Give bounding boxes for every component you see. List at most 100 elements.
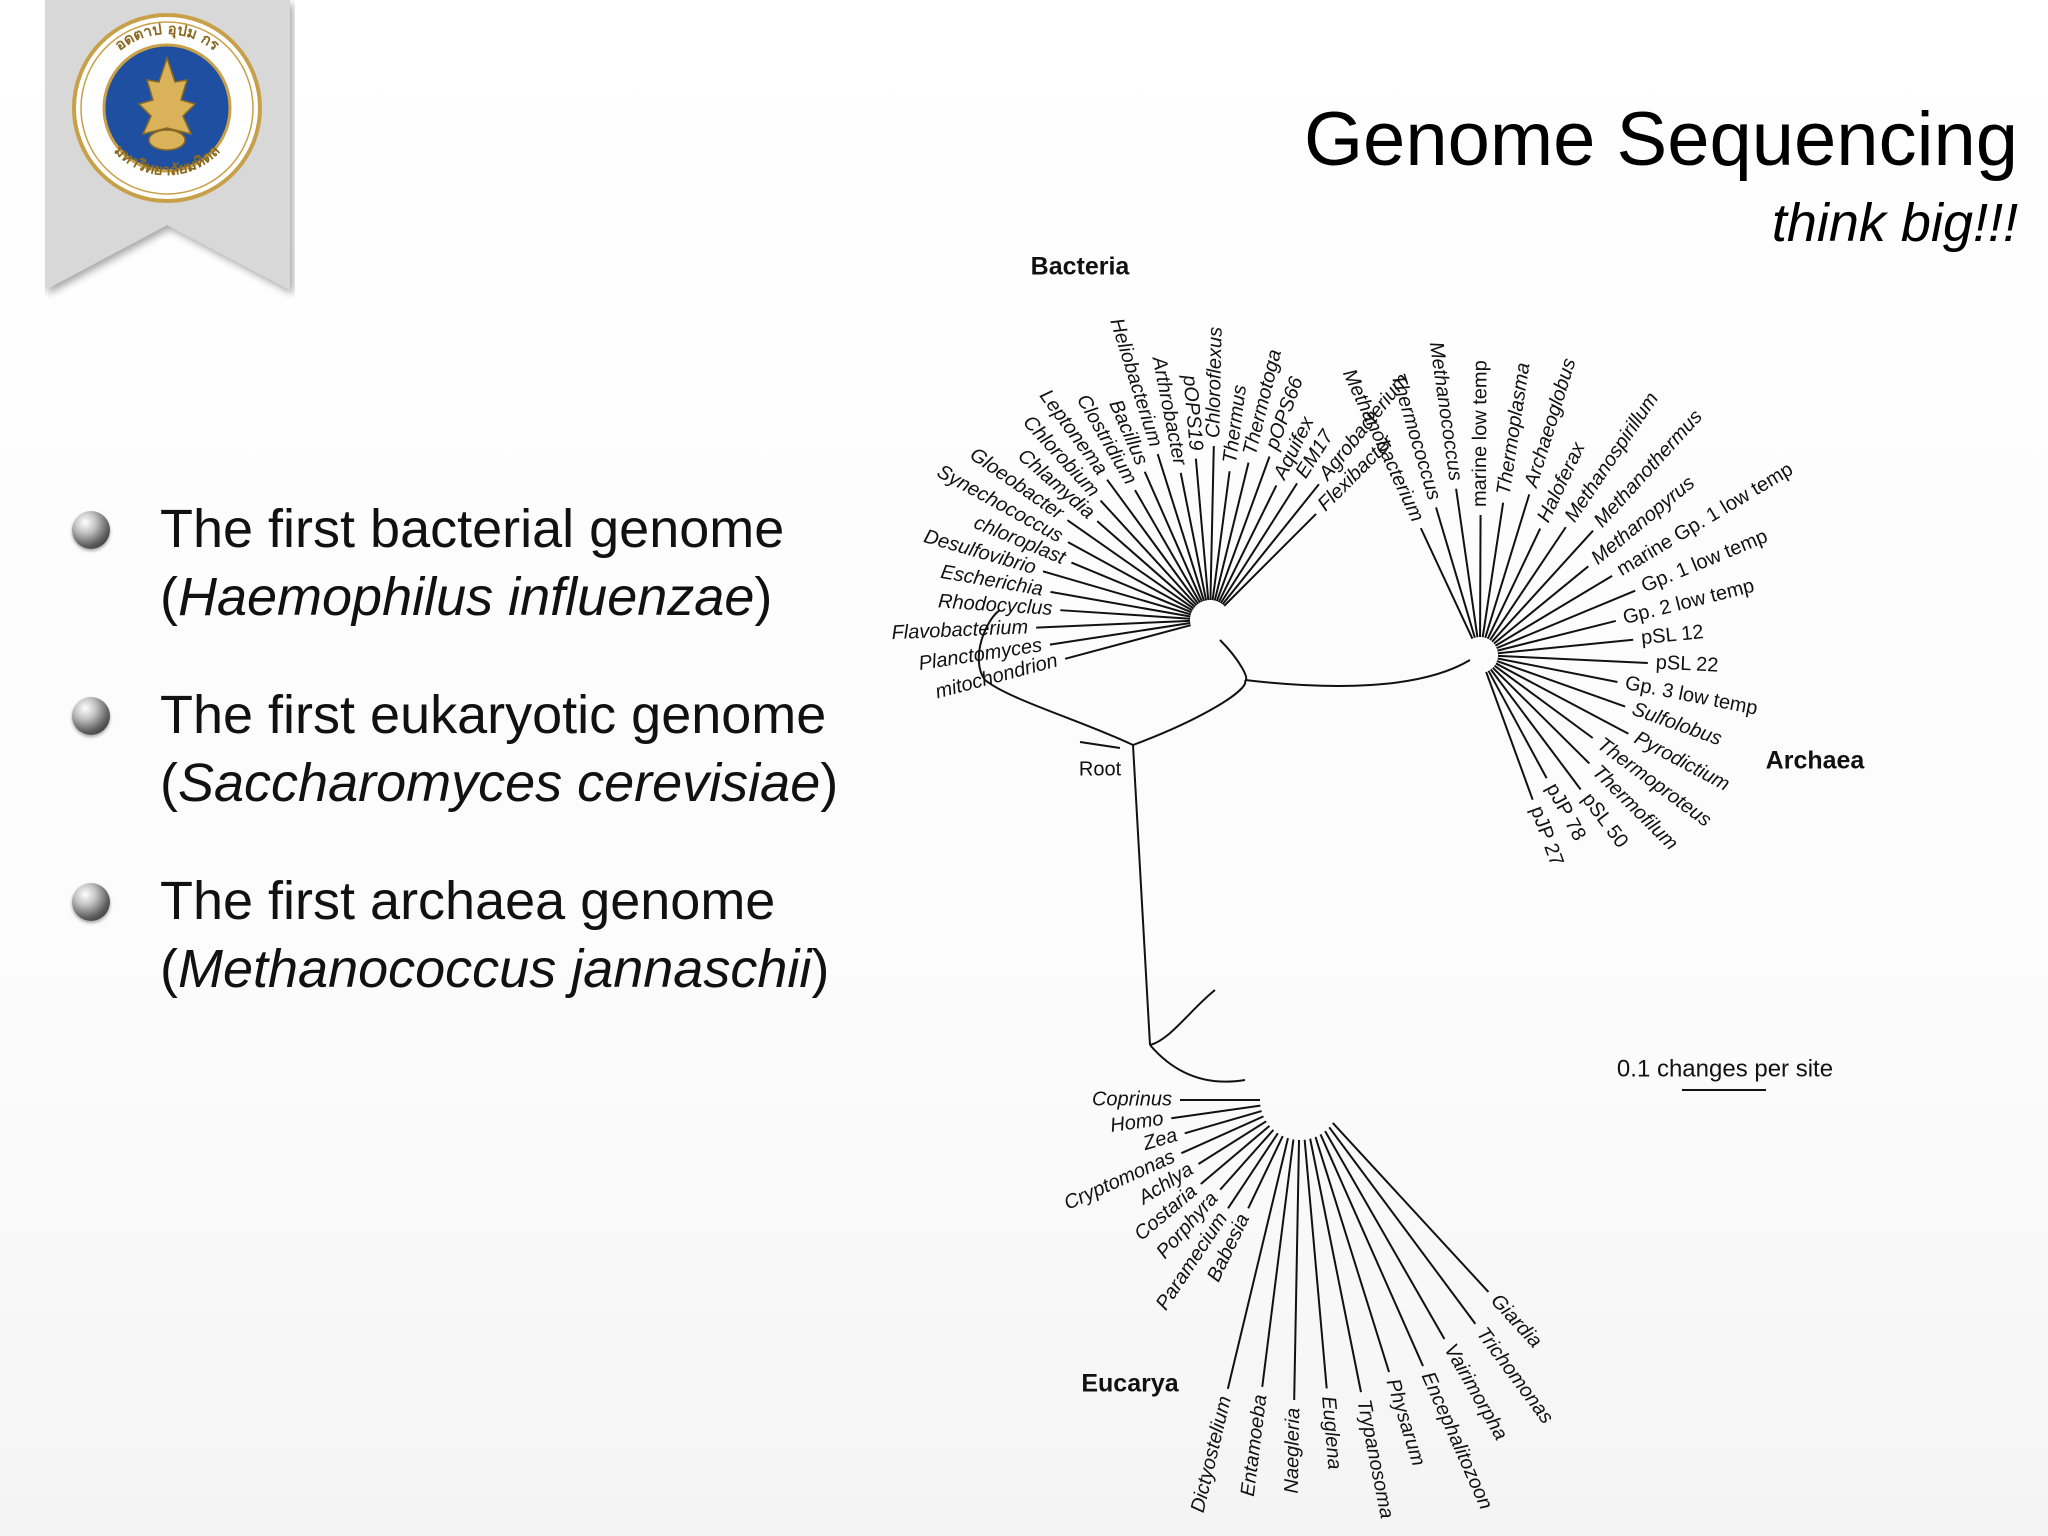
taxon-branch [1215,456,1271,602]
taxon-branch [1484,494,1531,639]
bullet-list: The first bacterial genome (Haemophilus … [70,495,930,1053]
taxon-branch [1493,565,1589,645]
taxon-branch [1227,1132,1279,1209]
taxon-branch [1496,660,1626,708]
domain-label-bacteria: Bacteria [1031,253,1131,281]
taxon-branch [1293,1139,1301,1400]
domain-label-archaea: Archaea [1766,747,1866,775]
taxon-label: Trypanosoma [1352,1398,1397,1521]
archaea-connector [1132,679,1247,746]
taxon-label: pSL 22 [1655,652,1719,677]
taxon-branch [1197,1120,1267,1165]
taxon-branch [1099,499,1198,606]
taxon-label: Entamoeba [1237,1393,1272,1497]
slide-title: Genome Sequencing [1303,97,2018,182]
taxon-branch [1156,453,1205,602]
bullet-species-line: (Saccharomyces cerevisiae) [160,753,839,813]
taxon-branch [1226,1137,1289,1390]
bacteria-connector [984,679,1134,746]
taxon-label: Chloroflexus [1202,327,1226,439]
taxon-branch [1495,662,1629,735]
taxon-branch [1497,654,1648,664]
taxon-branch [1497,638,1634,655]
taxon-branch [1180,1115,1264,1155]
main-backbone [1132,744,1151,1046]
taxon-branch [1247,1135,1284,1209]
bullet-text: The first eukaryotic genome [160,685,827,745]
bullet-species-line: (Haemophilus influenzae) [160,567,773,627]
taxon-branch [1494,575,1613,647]
taxon-branch [1324,1130,1446,1340]
bullet-text: The first archaea genome [160,871,776,931]
taxon-branch [1493,664,1594,739]
taxon-branch [1314,1136,1391,1373]
university-logo: อดตาป อุปม กร มหาวิทยาลัยมหิดล [45,0,290,290]
species-name: Methanococcus jannaschii [177,939,812,999]
domain-label-eucarya: Eucarya [1081,1370,1179,1398]
taxon-branch [1171,1104,1261,1120]
taxon-branch [1419,527,1474,640]
taxon-branch [1328,1126,1477,1325]
taxon-branch [1261,1139,1295,1388]
bullet-item: The first eukaryotic genome (Saccharomyc… [70,681,930,817]
archaea-stem-2 [1244,659,1471,687]
taxon-branch [1489,526,1567,641]
taxon-branch [1455,488,1479,638]
root-marker [1079,741,1121,749]
bacteria-stem [977,609,1001,681]
taxon-branch [1066,519,1195,610]
taxon-branch [1487,670,1548,779]
bullet-sphere-icon [72,511,110,549]
scale-bar-label: 0.1 changes per site [1617,1055,1833,1082]
taxon-branch [1071,561,1192,614]
taxon-branch [1042,570,1192,616]
taxon-label: Dictyostelium [1187,1394,1236,1515]
taxon-branch [1489,668,1582,791]
taxon-branch [1200,1125,1271,1185]
taxon-branch [1060,609,1191,620]
taxon-branch [1194,458,1210,601]
bullet-item: The first bacterial genome (Haemophilus … [70,495,930,631]
logo-crown-emblem [137,55,197,136]
taxon-branch [1486,528,1542,640]
taxon-branch [1221,483,1320,606]
taxon-branch [1303,1139,1328,1389]
species-name: Haemophilus influenzae [177,567,755,627]
taxon-branch [1497,657,1618,684]
taxon-branch [1211,471,1231,601]
eucarya-stem [1149,1044,1246,1083]
taxon-branch [1106,479,1199,605]
taxon-branch [1217,485,1278,603]
taxon-branch [1050,590,1191,618]
taxon-branch [1319,1133,1424,1367]
species-name: Saccharomyces cerevisiae [177,753,821,813]
taxon-branch [1064,624,1191,660]
taxon-branch [1485,671,1534,801]
taxon-branch [1184,1110,1262,1135]
taxon-branch [1036,619,1191,629]
bullet-sphere-icon [72,697,110,735]
taxon-branch [1435,507,1476,639]
taxon-label: Euglena [1317,1395,1345,1470]
taxon-branch [1096,520,1196,608]
taxon-label: pSL 12 [1640,621,1705,649]
taxon-label: Physarum [1382,1376,1430,1468]
taxon-branch [1497,619,1617,652]
root-label: Root [1079,758,1122,780]
taxon-branch [1496,589,1636,650]
bullet-text: The first bacterial genome [160,499,785,559]
taxon-branch [1209,446,1215,601]
taxon-branch [1049,622,1191,646]
taxon-branch [1491,530,1594,643]
bullet-sphere-icon [72,883,110,921]
taxon-branch [1309,1138,1362,1393]
taxon-branch [1213,462,1250,601]
taxon-branch [1219,482,1298,604]
taxon-branch [1134,489,1201,604]
taxon-branch [1179,472,1208,601]
taxon-branch [1067,541,1193,612]
slide-subtitle: think big!!! [1771,193,2018,253]
taxon-branch [1332,1122,1490,1293]
taxon-branch [1143,471,1203,603]
